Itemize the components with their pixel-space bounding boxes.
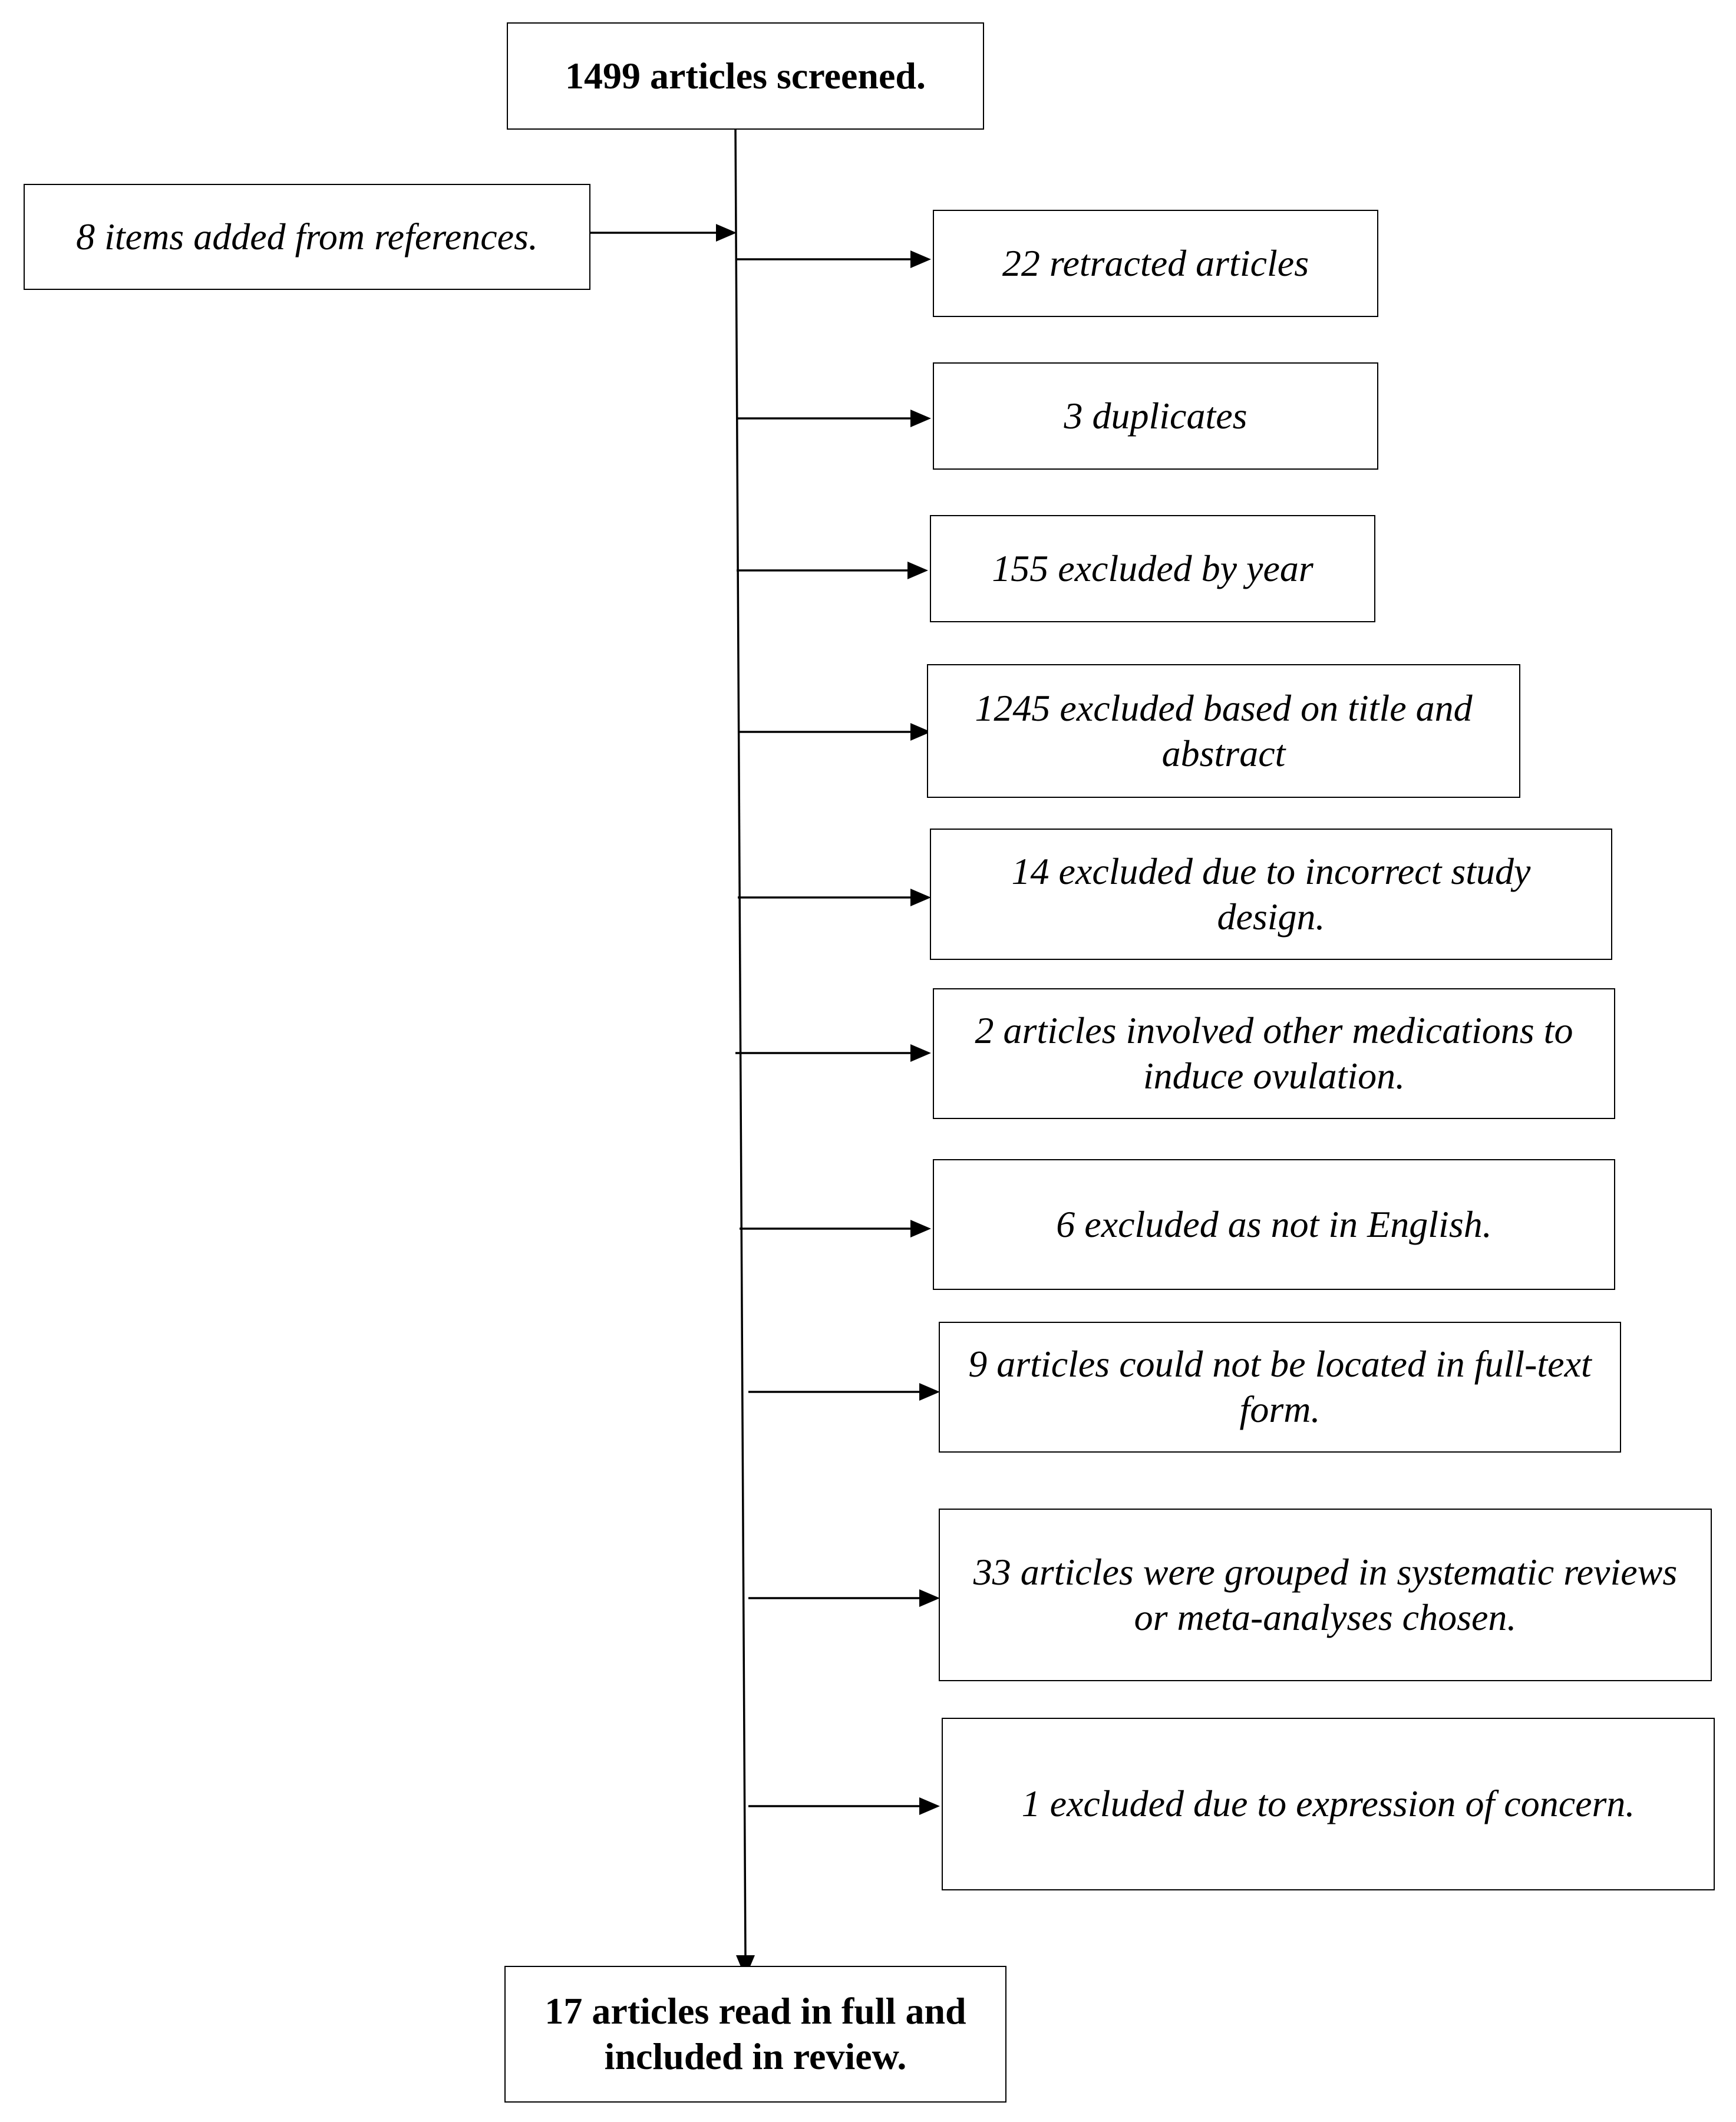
exclusion-label: 155 excluded by year [992, 547, 1313, 589]
included-box: 17 articles read in full and included in… [504, 1966, 1006, 2103]
included-label: 17 articles read in full and included in… [544, 1990, 966, 2077]
exclusion-arrowhead [910, 1220, 931, 1237]
main-flow-arrow [734, 123, 747, 1956]
exclusion-box-duplicates: 3 duplicates [933, 362, 1378, 470]
exclusion-box-full-text: 9 articles could not be located in full-… [939, 1322, 1621, 1453]
exclusion-box-systematic-reviews: 33 articles were grouped in systematic r… [939, 1509, 1712, 1681]
exclusion-arrowhead [910, 889, 931, 906]
exclusion-label: 33 articles were grouped in systematic r… [973, 1550, 1678, 1638]
exclusion-arrowhead [910, 723, 931, 741]
exclusion-arrowhead [910, 410, 931, 427]
exclusion-arrowhead [910, 250, 931, 268]
exclusion-arrowhead [919, 1589, 940, 1607]
exclusion-label: 1 excluded due to expression of concern. [1021, 1783, 1635, 1825]
exclusion-box-year: 155 excluded by year [930, 515, 1375, 622]
exclusion-box-expression-of-concern: 1 excluded due to expression of concern. [942, 1718, 1715, 1890]
exclusion-arrowhead [919, 1383, 940, 1401]
exclusion-label: 2 articles involved other medications to… [975, 1009, 1573, 1097]
added-from-references-box: 8 items added from references. [24, 184, 590, 290]
exclusion-box-study-design: 14 excluded due to incorrect study desig… [930, 829, 1612, 960]
exclusion-box-title-abstract: 1245 excluded based on title and abstrac… [927, 664, 1520, 798]
exclusion-arrows [735, 250, 940, 1815]
exclusion-label: 14 excluded due to incorrect study desig… [1011, 850, 1531, 938]
screened-box: 1499 articles screened. [507, 22, 984, 130]
exclusion-arrowhead [919, 1797, 940, 1815]
screened-label: 1499 articles screened. [565, 54, 926, 97]
exclusion-arrowhead [907, 562, 928, 579]
added-from-references-label: 8 items added from references. [76, 215, 538, 258]
exclusion-box-other-medications: 2 articles involved other medications to… [933, 988, 1615, 1119]
exclusion-arrowhead [910, 1044, 931, 1062]
exclusion-label: 9 articles could not be located in full-… [968, 1343, 1592, 1430]
exclusion-label: 22 retracted articles [1002, 242, 1309, 284]
exclusion-box-not-english: 6 excluded as not in English. [933, 1159, 1615, 1290]
exclusion-label: 3 duplicates [1064, 394, 1247, 437]
added-arrowhead [716, 224, 737, 242]
exclusion-label: 1245 excluded based on title and abstrac… [975, 687, 1473, 774]
exclusion-box-retracted: 22 retracted articles [933, 210, 1378, 317]
exclusion-label: 6 excluded as not in English. [1056, 1203, 1492, 1245]
